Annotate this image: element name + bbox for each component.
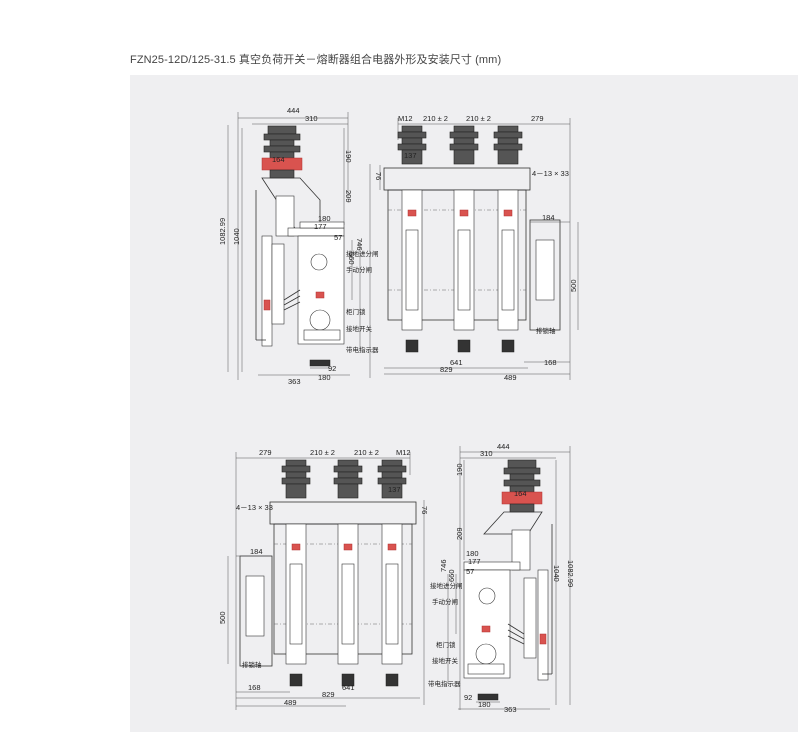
dim-444: 444 — [287, 106, 300, 115]
side-view-bottom: 444 310 164 190 209 180 177 57 1082.99 1… — [428, 442, 575, 714]
label-earth-in: 接地进分闸 — [346, 249, 379, 258]
dim-180: 180 — [318, 214, 331, 223]
dim-1082: 1082.99 — [218, 218, 227, 245]
dim-641: 641 — [450, 358, 463, 367]
dim-168: 168 — [248, 683, 261, 692]
label-earth-in: 接地进分闸 — [430, 581, 463, 590]
dim-209: 209 — [455, 527, 464, 540]
label-manual: 手动分闸 — [346, 265, 372, 274]
dim-746: 746 — [439, 559, 448, 572]
label-earth-switch: 接地开关 — [432, 656, 459, 665]
dim-310: 310 — [305, 114, 318, 123]
label-door-lock: 柜门锁 — [436, 640, 456, 649]
dim-177: 177 — [468, 557, 481, 566]
dim-746: 746 — [355, 238, 364, 251]
dim-180: 180 — [466, 549, 479, 558]
dim-489: 489 — [504, 373, 517, 382]
label-rod: 排锁轴 — [536, 326, 556, 335]
front-view-top: M12 210 ± 2 210 ± 2 279 137 76 4－13 × 33… — [369, 114, 579, 382]
label-earth-switch: 接地开关 — [346, 324, 373, 333]
dim-92: 92 — [464, 693, 472, 702]
dim-500: 500 — [569, 279, 578, 292]
dim-660: 660 — [347, 252, 356, 265]
side-view-top: 444 310 164 190 209 180 177 57 1082.99 1… — [218, 106, 379, 386]
dim-489: 489 — [284, 698, 297, 707]
dim-829: 829 — [440, 365, 453, 374]
dim-164: 164 — [514, 489, 527, 498]
dim-500: 500 — [218, 611, 227, 624]
dim-pitch-1: 210 ± 2 — [310, 448, 335, 457]
dim-180b: 180 — [478, 700, 491, 709]
dim-363: 363 — [288, 377, 301, 386]
dim-pitch-2: 210 ± 2 — [354, 448, 379, 457]
dim-279: 279 — [531, 114, 544, 123]
dim-190: 190 — [455, 463, 464, 476]
dim-829: 829 — [322, 690, 335, 699]
dim-137: 137 — [404, 151, 417, 160]
dim-184: 184 — [542, 213, 555, 222]
front-view-bottom: 279 210 ± 2 210 ± 2 M12 137 76 4－13 × 33… — [218, 448, 429, 710]
dim-pitch-2: 210 ± 2 — [466, 114, 491, 123]
dim-m12: M12 — [396, 448, 411, 457]
dim-m12: M12 — [398, 114, 413, 123]
dim-209: 209 — [344, 190, 353, 203]
dim-660: 660 — [447, 569, 456, 582]
dim-184: 184 — [250, 547, 263, 556]
label-live: 带电指示器 — [346, 345, 379, 354]
dim-holes: 4－13 × 33 — [532, 169, 569, 178]
dim-76: 76 — [420, 506, 429, 514]
dim-pitch-1: 210 ± 2 — [423, 114, 448, 123]
dim-holes: 4－13 × 33 — [236, 503, 273, 512]
dim-190: 190 — [344, 150, 353, 163]
dim-1040: 1040 — [552, 565, 561, 582]
dim-1040: 1040 — [232, 228, 241, 245]
dim-180b: 180 — [318, 373, 331, 382]
dim-310: 310 — [480, 449, 493, 458]
dim-177: 177 — [314, 222, 327, 231]
dim-76: 76 — [374, 172, 383, 180]
label-live: 带电指示器 — [428, 679, 461, 688]
dim-164: 164 — [272, 155, 285, 164]
dim-279: 279 — [259, 448, 272, 457]
dim-57: 57 — [466, 567, 474, 576]
label-rod: 排锁轴 — [242, 660, 262, 669]
dim-363: 363 — [504, 705, 517, 714]
dim-1082: 1082.99 — [566, 560, 575, 587]
dim-641: 641 — [342, 683, 355, 692]
dim-92: 92 — [328, 364, 336, 373]
page-title: FZN25-12D/125-31.5 真空负荷开关－熔断器组合电器外形及安装尺寸… — [130, 54, 502, 66]
dim-57: 57 — [334, 233, 342, 242]
dim-444: 444 — [497, 442, 510, 451]
dim-168: 168 — [544, 358, 557, 367]
label-manual: 手动分闸 — [432, 597, 458, 606]
label-door-lock: 柜门锁 — [346, 307, 366, 316]
dim-137: 137 — [388, 485, 401, 494]
